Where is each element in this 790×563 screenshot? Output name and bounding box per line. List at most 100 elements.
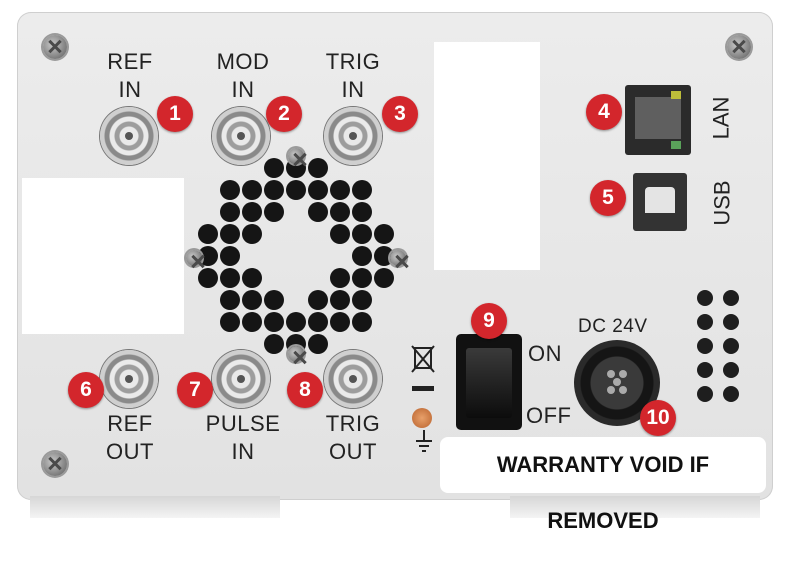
- on-label: ON: [528, 341, 562, 366]
- vent-hole: [352, 312, 372, 332]
- vent-hole: [198, 268, 218, 288]
- screw-icon: [727, 35, 751, 59]
- vent-hole: [220, 246, 240, 266]
- vent-hole: [286, 312, 306, 332]
- vent-hole: [352, 246, 372, 266]
- vent-hole: [264, 158, 284, 178]
- vent-hole: [198, 224, 218, 244]
- vent-hole: [352, 180, 372, 200]
- screw-icon: [390, 250, 406, 266]
- vent-hole: [242, 180, 262, 200]
- blank-sticker: [22, 178, 184, 334]
- vent-hole: [697, 290, 713, 306]
- device-foot-right: [510, 496, 760, 518]
- callout-badge-3: 3: [382, 96, 418, 132]
- pulse-in-connector[interactable]: [212, 350, 270, 408]
- vent-hole: [330, 290, 350, 310]
- vent-hole: [242, 312, 262, 332]
- vent-hole: [697, 314, 713, 330]
- callout-badge-7: 7: [177, 372, 213, 408]
- vent-hole: [352, 290, 372, 310]
- vent-hole: [242, 268, 262, 288]
- vent-hole: [330, 180, 350, 200]
- vent-hole: [308, 202, 328, 222]
- vent-hole: [264, 312, 284, 332]
- vent-hole: [330, 202, 350, 222]
- callout-badge-1: 1: [157, 96, 193, 132]
- mod-in-connector[interactable]: [212, 107, 270, 165]
- vent-hole: [374, 268, 394, 288]
- vent-hole: [723, 338, 739, 354]
- device-foot-left: [30, 496, 280, 518]
- vent-hole: [220, 268, 240, 288]
- callout-badge-4: 4: [586, 94, 622, 130]
- vent-hole: [242, 224, 262, 244]
- callout-badge-10: 10: [640, 400, 676, 436]
- screw-icon: [186, 250, 202, 266]
- weee-disposal-icon: [411, 345, 435, 391]
- vent-hole: [220, 202, 240, 222]
- usb-label: USB: [709, 180, 735, 226]
- vent-hole: [220, 312, 240, 332]
- off-label: OFF: [526, 403, 572, 428]
- ground-icon: [416, 430, 432, 452]
- vent-hole: [723, 362, 739, 378]
- callout-badge-5: 5: [590, 180, 626, 216]
- vent-hole: [308, 290, 328, 310]
- vent-hole: [308, 180, 328, 200]
- vent-hole: [264, 180, 284, 200]
- power-switch[interactable]: [456, 334, 522, 430]
- usb-port[interactable]: [633, 173, 687, 231]
- dc-input-label: DC 24V: [578, 316, 648, 337]
- lan-port[interactable]: [625, 85, 691, 155]
- vent-hole: [286, 180, 306, 200]
- blank-sticker: [434, 42, 540, 270]
- callout-badge-8: 8: [287, 372, 323, 408]
- trig-out-connector[interactable]: [324, 350, 382, 408]
- vent-hole: [242, 290, 262, 310]
- vent-hole: [723, 314, 739, 330]
- vent-hole: [220, 180, 240, 200]
- vent-hole: [352, 202, 372, 222]
- vent-hole: [308, 312, 328, 332]
- vent-hole: [264, 202, 284, 222]
- callout-badge-9: 9: [471, 303, 507, 339]
- vent-hole: [330, 268, 350, 288]
- vent-hole: [198, 246, 218, 266]
- ref-out-connector[interactable]: [100, 350, 158, 408]
- vent-hole: [308, 158, 328, 178]
- vent-hole: [723, 386, 739, 402]
- vent-hole: [697, 386, 713, 402]
- vent-hole: [697, 338, 713, 354]
- screw-icon: [43, 452, 67, 476]
- vent-hole: [242, 202, 262, 222]
- trig-in-connector[interactable]: [324, 107, 382, 165]
- vent-hole: [308, 334, 328, 354]
- vent-hole: [264, 334, 284, 354]
- lan-label: LAN: [708, 96, 734, 140]
- vent-hole: [264, 290, 284, 310]
- vent-hole: [374, 246, 394, 266]
- callout-badge-2: 2: [266, 96, 302, 132]
- ground-screw: [412, 408, 432, 428]
- vent-hole: [352, 268, 372, 288]
- vent-hole: [352, 224, 372, 244]
- vent-hole: [220, 224, 240, 244]
- vent-hole: [330, 312, 350, 332]
- vent-hole: [723, 290, 739, 306]
- screw-icon: [43, 35, 67, 59]
- vent-hole: [374, 224, 394, 244]
- ref-in-connector[interactable]: [100, 107, 158, 165]
- warranty-sticker: WARRANTY VOID IF REMOVED: [440, 437, 766, 533]
- callout-badge-6: 6: [68, 372, 104, 408]
- vent-hole: [220, 290, 240, 310]
- vent-hole: [330, 224, 350, 244]
- screw-icon: [288, 346, 304, 362]
- vent-hole: [697, 362, 713, 378]
